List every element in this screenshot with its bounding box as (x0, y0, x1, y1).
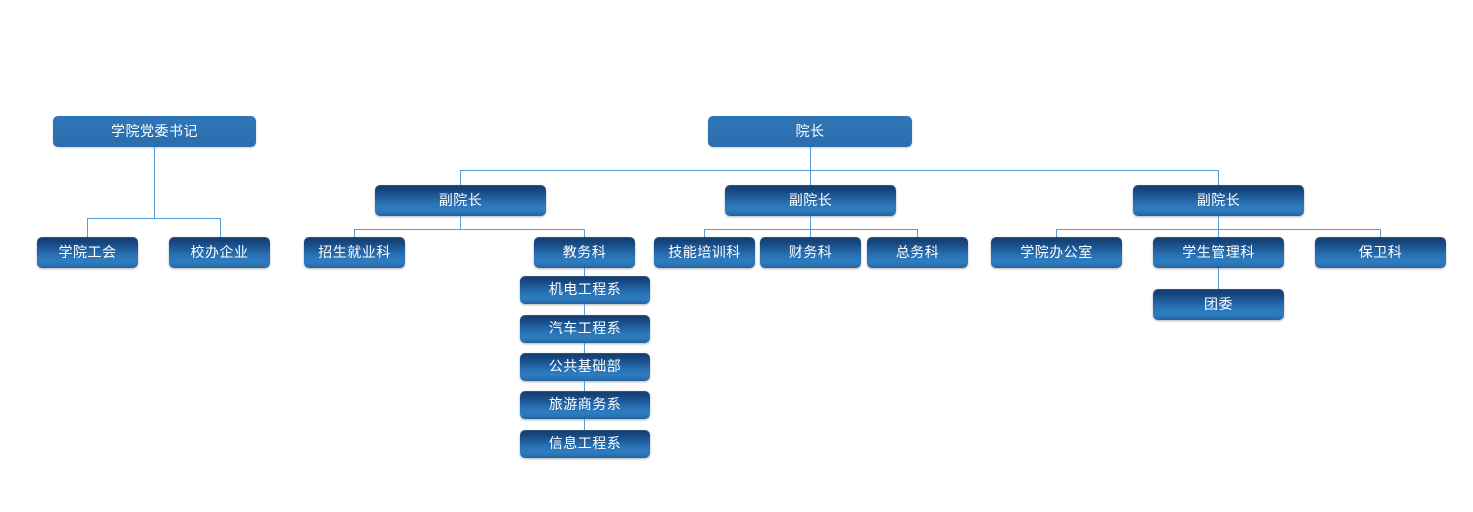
node-label: 信息工程系 (548, 436, 622, 452)
connector-dept-chain-1 (584, 268, 585, 276)
node-label: 保卫科 (1358, 244, 1403, 261)
connector-vice-president-1-drop (460, 170, 461, 186)
connector-finance-drop (810, 229, 811, 237)
node-youth-league[interactable]: 团委 (1153, 289, 1284, 320)
node-skills-training[interactable]: 技能培训科 (654, 237, 755, 268)
connector-dept-chain-2 (584, 304, 585, 315)
connector-vp2-stem (810, 216, 811, 229)
connector-vp2-bus (704, 229, 917, 230)
node-student-affairs[interactable]: 学生管理科 (1153, 237, 1284, 268)
node-label: 教务科 (562, 244, 607, 261)
connector-college-office-drop (1056, 229, 1057, 237)
connector-dept-chain-5 (584, 419, 585, 430)
node-dept-tourism[interactable]: 旅游商务系 (520, 391, 650, 419)
node-label: 副院长 (438, 192, 483, 209)
connector-academic-affairs-drop (584, 229, 585, 237)
connector-college-union-drop (87, 218, 88, 237)
node-label: 总务科 (895, 244, 940, 261)
node-academic-affairs[interactable]: 教务科 (534, 237, 635, 268)
node-label: 副院长 (788, 192, 833, 209)
node-vice-president-1[interactable]: 副院长 (375, 185, 546, 216)
connector-party-bus (87, 218, 221, 219)
node-label: 汽车工程系 (548, 321, 622, 337)
connector-vp3-stem (1218, 216, 1219, 229)
node-label: 副院长 (1196, 192, 1241, 209)
node-label: 校办企业 (190, 244, 249, 261)
node-finance[interactable]: 财务科 (760, 237, 861, 268)
connector-admissions-drop (354, 229, 355, 237)
node-dept-automotive[interactable]: 汽车工程系 (520, 315, 650, 343)
node-school-enterprise[interactable]: 校办企业 (169, 237, 270, 268)
node-dept-information[interactable]: 信息工程系 (520, 430, 650, 458)
node-label: 院长 (795, 123, 825, 140)
node-label: 学院工会 (58, 244, 117, 261)
node-label: 学院党委书记 (111, 123, 198, 140)
connector-youth-league-stem (1218, 268, 1219, 289)
node-president[interactable]: 院长 (708, 116, 912, 147)
connector-vice-president-3-drop (1218, 170, 1219, 186)
connector-dept-chain-4 (584, 381, 585, 391)
node-security[interactable]: 保卫科 (1315, 237, 1446, 268)
connector-vp3-bus (1056, 229, 1381, 230)
node-college-office[interactable]: 学院办公室 (991, 237, 1122, 268)
node-admissions[interactable]: 招生就业科 (304, 237, 405, 268)
node-vice-president-3[interactable]: 副院长 (1133, 185, 1304, 216)
connector-dept-chain-3 (584, 343, 585, 353)
connector-school-enterprise-drop (220, 218, 221, 237)
connector-party-secretary-stem (154, 147, 155, 218)
node-party-secretary[interactable]: 学院党委书记 (53, 116, 256, 147)
node-general-affairs[interactable]: 总务科 (867, 237, 968, 268)
connector-student-affairs-drop (1218, 229, 1219, 237)
node-label: 公共基础部 (548, 359, 622, 375)
connector-general-affairs-drop (917, 229, 918, 237)
node-label: 学院办公室 (1020, 244, 1093, 261)
connector-president-stem (810, 147, 811, 185)
connector-president-bus (460, 170, 1219, 171)
connector-vice-president-2-drop (810, 170, 811, 186)
connector-vp1-bus (354, 229, 585, 230)
connector-vp1-stem (460, 216, 461, 229)
connector-skills-training-drop (704, 229, 705, 237)
node-label: 团委 (1204, 296, 1233, 313)
node-label: 招生就业科 (318, 244, 391, 261)
node-dept-general[interactable]: 公共基础部 (520, 353, 650, 381)
connector-security-drop (1380, 229, 1381, 237)
node-college-union[interactable]: 学院工会 (37, 237, 138, 268)
node-label: 旅游商务系 (548, 397, 622, 413)
node-vice-president-2[interactable]: 副院长 (725, 185, 896, 216)
node-label: 机电工程系 (548, 282, 622, 298)
node-dept-mechatronics[interactable]: 机电工程系 (520, 276, 650, 304)
node-label: 财务科 (788, 244, 833, 261)
node-label: 技能培训科 (668, 244, 741, 261)
node-label: 学生管理科 (1182, 244, 1255, 261)
